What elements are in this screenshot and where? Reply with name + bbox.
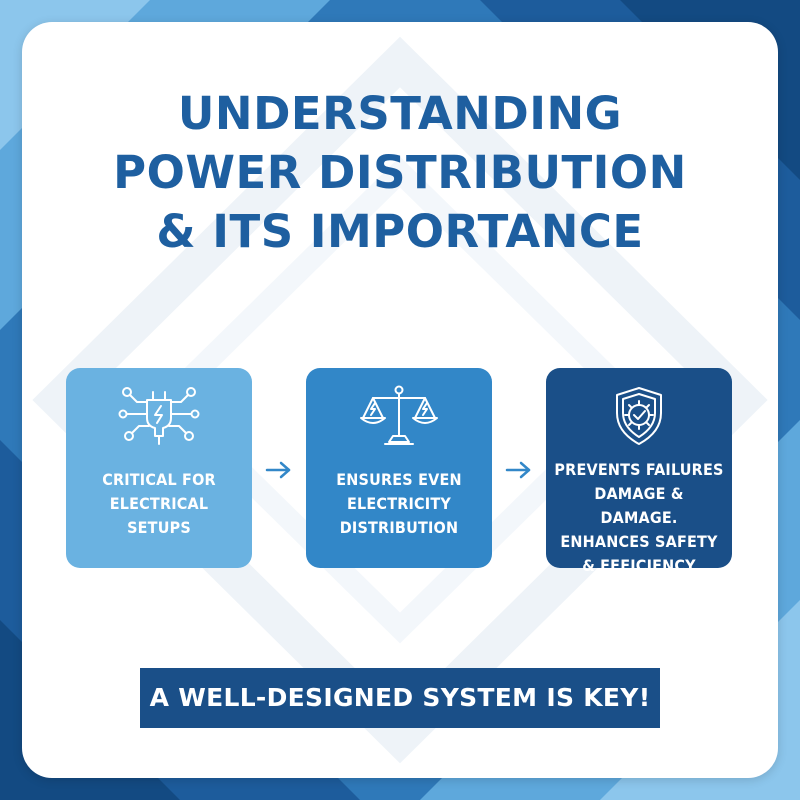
info-card-text: ENSURES EVEN ELECTRICITY DISTRIBUTION xyxy=(336,470,462,537)
arrow-right-icon xyxy=(265,461,291,479)
title-line-1: UNDERSTANDING xyxy=(177,87,623,140)
diamond-watermark xyxy=(32,36,768,764)
electric-plug-icon xyxy=(66,382,252,450)
arrow-right-icon xyxy=(505,461,531,479)
key-message-banner: A WELL-DESIGNED SYSTEM IS KEY! xyxy=(140,668,660,728)
info-card-text: PREVENTS FAILURES DAMAGE & DAMAGE. ENHAN… xyxy=(554,460,724,575)
info-card-distribution: ENSURES EVEN ELECTRICITY DISTRIBUTION xyxy=(306,368,492,568)
shield-check-gear-icon xyxy=(546,382,732,450)
content-card: UNDERSTANDING POWER DISTRIBUTION & ITS I… xyxy=(22,22,778,778)
page-title: UNDERSTANDING POWER DISTRIBUTION & ITS I… xyxy=(22,84,778,261)
info-card-text: CRITICAL FOR ELECTRICAL SETUPS xyxy=(102,470,216,537)
info-card-safety: PREVENTS FAILURES DAMAGE & DAMAGE. ENHAN… xyxy=(546,368,732,575)
balance-scale-icon xyxy=(306,382,492,450)
title-line-2: POWER DISTRIBUTION xyxy=(113,146,687,199)
title-line-3: & ITS IMPORTANCE xyxy=(156,205,644,258)
info-card-critical: CRITICAL FOR ELECTRICAL SETUPS xyxy=(66,368,252,568)
